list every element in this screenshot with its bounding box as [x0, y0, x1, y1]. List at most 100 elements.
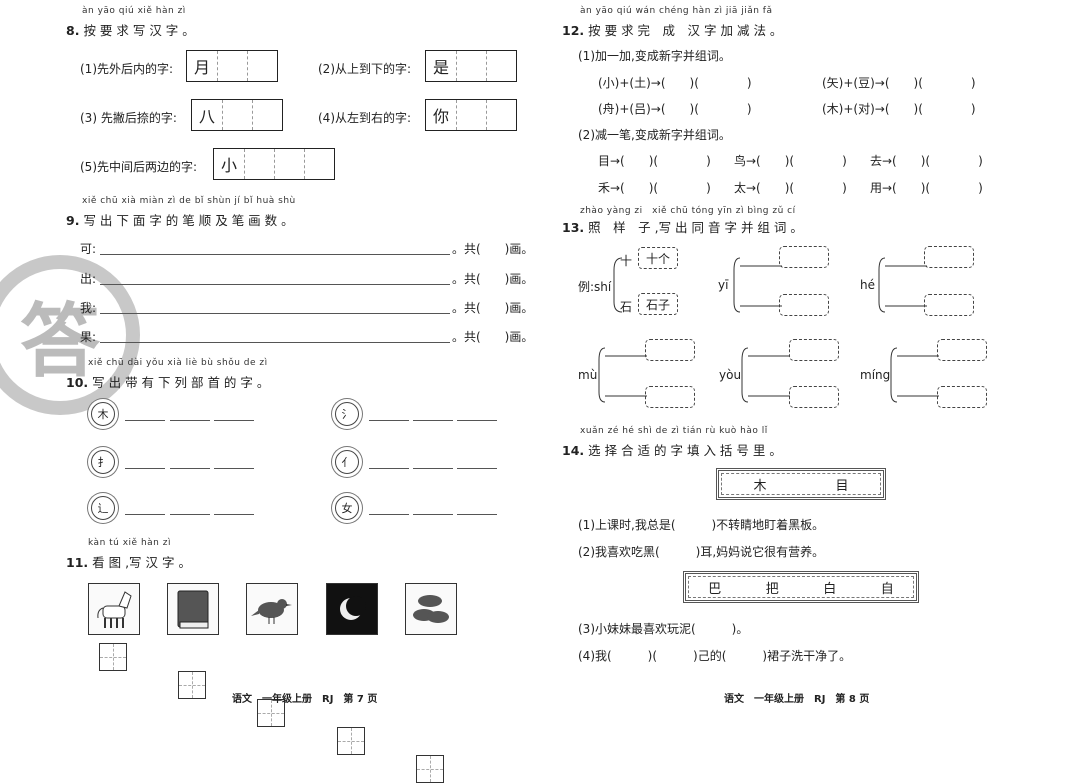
answer-blank[interactable] [369, 456, 409, 469]
answer-blank[interactable] [214, 502, 254, 515]
sound-bracket [890, 347, 939, 403]
radical-badge: 辶 [91, 496, 115, 520]
sound-bracket [741, 347, 790, 403]
q12-add1[interactable]: (小)+(土)→( )( ) [598, 76, 752, 90]
answer-blank[interactable] [413, 502, 453, 515]
q10-title: 10. 写 出 带 有 下 列 部 首 的 字 。 [66, 375, 270, 390]
right-page-footer: 语文 一年级上册 RJ 第 8 页 [724, 694, 870, 705]
answer-blank[interactable] [369, 502, 409, 515]
answer-blank[interactable] [369, 408, 409, 421]
grid-cell[interactable] [247, 51, 277, 81]
answer-box[interactable] [779, 294, 829, 316]
grid-cell[interactable] [274, 149, 304, 179]
answer-box[interactable] [789, 339, 839, 361]
q12-title: 12. 按 要 求 完 成 汉 字 加 减 法 。 [562, 23, 783, 38]
answer-box[interactable] [937, 339, 987, 361]
writing-grid[interactable] [337, 727, 365, 755]
grid-cell[interactable] [456, 51, 486, 81]
q8-title: 8. 按 要 求 写 汉 字 。 [66, 23, 195, 38]
q13-sound-he: hé [860, 278, 875, 292]
answer-blank[interactable] [170, 502, 210, 515]
answer-box[interactable] [924, 294, 974, 316]
answer-blank[interactable] [125, 456, 165, 469]
q13-sound-mu: mù [578, 368, 598, 382]
example-char-1: 十 [620, 254, 633, 268]
q12-add3[interactable]: (舟)+(吕)→( )( ) [598, 102, 752, 116]
writing-grid[interactable] [178, 671, 206, 699]
answer-blank[interactable] [413, 408, 453, 421]
q13-sound-you: yòu [719, 368, 742, 382]
grid-cell[interactable] [304, 149, 334, 179]
answer-box[interactable] [789, 386, 839, 408]
q13-example-label: 例:shí [578, 280, 612, 294]
writing-grid[interactable] [99, 643, 127, 671]
q14-sentence4[interactable]: (4)我( )( )己的( )裙子洗干净了。 [578, 649, 852, 663]
q9-row3-char: 我: [80, 301, 97, 315]
book-icon [167, 583, 219, 635]
answer-box[interactable] [779, 246, 829, 268]
q13-title: 13. 照 样 子 ,写 出 同 音 字 并 组 词 。 [562, 220, 803, 235]
radical-badge: 亻 [335, 450, 359, 474]
grid-cell[interactable] [456, 100, 486, 130]
q12-sub1: (1)加一加,变成新字并组词。 [578, 49, 731, 63]
q14-title: 14. 选 择 合 适 的 字 填 入 括 号 里 。 [562, 443, 782, 458]
answer-blank[interactable] [170, 408, 210, 421]
grid-cell[interactable] [244, 149, 274, 179]
q14-sentence3[interactable]: (3)小妹妹最喜欢玩泥( )。 [578, 622, 749, 636]
q13-sound-yi: yī [718, 278, 729, 292]
q9-row2-char: 出: [80, 272, 97, 286]
answer-box[interactable] [924, 246, 974, 268]
answer-box[interactable] [937, 386, 987, 408]
q8-pinyin: àn yāo qiú xiě hàn zì [82, 6, 186, 16]
answer-blank[interactable] [170, 456, 210, 469]
q9-row2-line[interactable] [100, 270, 450, 285]
answer-blank[interactable] [214, 408, 254, 421]
q14-sentence2[interactable]: (2)我喜欢吃黑( )耳,妈妈说它很有营养。 [578, 545, 825, 559]
answer-blank[interactable] [457, 408, 497, 421]
answer-blank[interactable] [125, 408, 165, 421]
q9-row4-tail: 。共( )画。 [452, 330, 534, 344]
answer-blank[interactable] [457, 502, 497, 515]
example-word-1: 十个 [638, 247, 678, 269]
answer-blank[interactable] [214, 456, 254, 469]
writing-grid[interactable] [416, 755, 444, 783]
q9-row1-tail: 。共( )画。 [452, 242, 534, 256]
q8-item2-grid[interactable]: 是 [425, 50, 517, 82]
q12-minus6[interactable]: 用→( )( ) [870, 181, 983, 195]
q8-item1-label: (1)先外后内的字: [80, 62, 174, 76]
q12-minus4[interactable]: 禾→( )( ) [598, 181, 711, 195]
q8-item5-label: (5)先中间后两边的字: [80, 160, 198, 174]
q14-sentence1[interactable]: (1)上课时,我总是( )不转睛地盯着黑板。 [578, 518, 825, 532]
q8-item3-grid[interactable]: 八 [191, 99, 283, 131]
q11-title: 11. 看 图 ,写 汉 字 。 [66, 555, 191, 570]
word-choice-box-1: 木 目 [716, 468, 886, 500]
grid-cell[interactable] [222, 100, 252, 130]
q8-item5-grid[interactable]: 小 [213, 148, 335, 180]
grid-cell[interactable] [486, 51, 516, 81]
answer-box[interactable] [645, 339, 695, 361]
cloud-icon [405, 583, 457, 635]
q9-row1-line[interactable] [100, 240, 450, 255]
q8-item4-grid[interactable]: 你 [425, 99, 517, 131]
answer-blank[interactable] [413, 456, 453, 469]
grid-cell: 小 [220, 156, 237, 175]
q12-sub2: (2)减一笔,变成新字并组词。 [578, 128, 731, 142]
grid-cell[interactable] [486, 100, 516, 130]
answer-box[interactable] [645, 386, 695, 408]
q12-minus3[interactable]: 去→( )( ) [870, 154, 983, 168]
grid-cell[interactable] [252, 100, 282, 130]
grid-cell[interactable] [217, 51, 247, 81]
q10-pinyin: xiě chū dài yǒu xià liè bù shǒu de zì [88, 358, 268, 368]
bird-icon [246, 583, 298, 635]
q8-item1-grid[interactable]: 月 [186, 50, 278, 82]
q9-row3-line[interactable] [100, 299, 450, 314]
q12-minus2[interactable]: 鸟→( )( ) [734, 154, 847, 168]
q12-add4[interactable]: (木)+(对)→( )( ) [822, 102, 976, 116]
q9-row4-line[interactable] [100, 328, 450, 343]
q12-minus5[interactable]: 太→( )( ) [734, 181, 847, 195]
q12-add2[interactable]: (矢)+(豆)→( )( ) [822, 76, 976, 90]
q9-row2-tail: 。共( )画。 [452, 272, 534, 286]
answer-blank[interactable] [125, 502, 165, 515]
q12-minus1[interactable]: 目→( )( ) [598, 154, 711, 168]
answer-blank[interactable] [457, 456, 497, 469]
